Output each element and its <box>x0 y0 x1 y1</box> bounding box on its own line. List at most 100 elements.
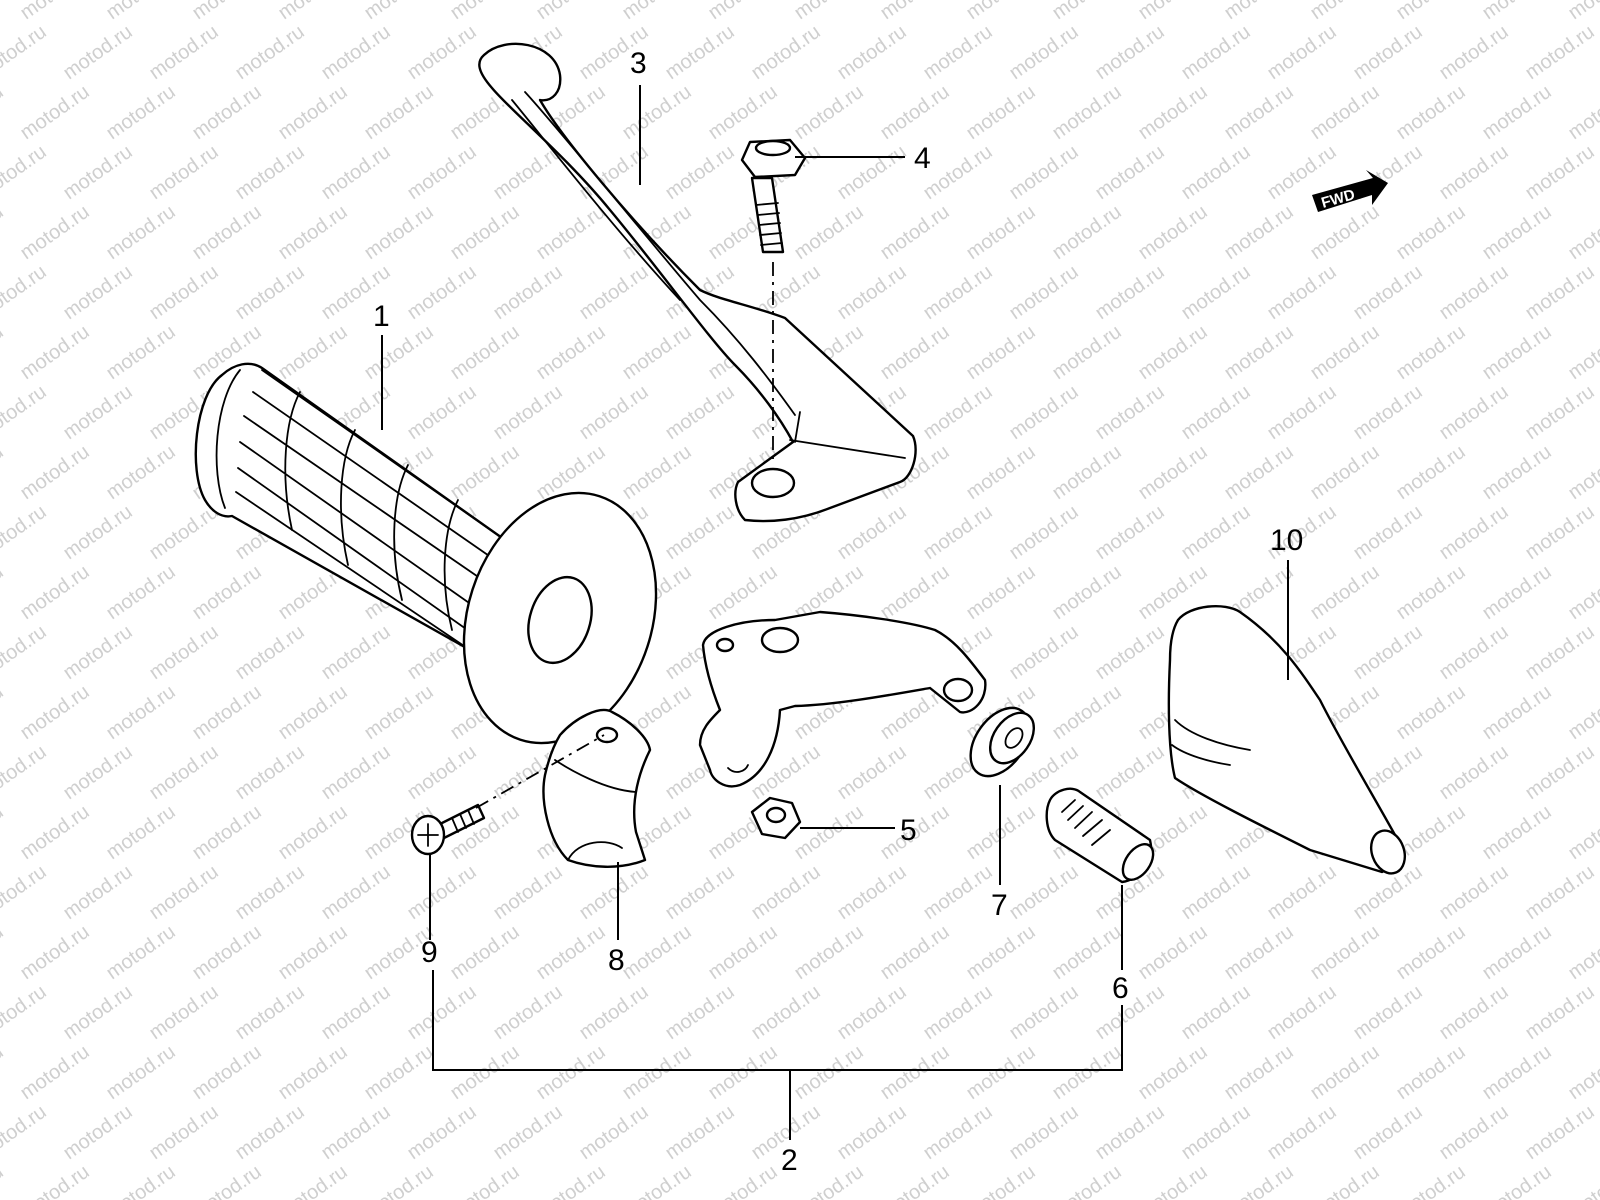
watermark-text: motod.ru <box>919 501 996 564</box>
watermark-text: motod.ru <box>1220 1041 1297 1104</box>
watermark-text: motod.ru <box>1263 381 1340 444</box>
watermark-text: motod.ru <box>1478 1161 1555 1200</box>
lock-nut-part <box>969 706 1036 778</box>
watermark-text: motod.ru <box>145 741 222 804</box>
watermark-text: motod.ru <box>618 1041 695 1104</box>
watermark-text: motod.ru <box>962 561 1039 624</box>
watermark-text: motod.ru <box>1478 0 1555 24</box>
watermark-text: motod.ru <box>1048 321 1125 384</box>
watermark-text: motod.ru <box>102 441 179 504</box>
watermark-text: motod.ru <box>446 0 523 24</box>
watermark-text: motod.ru <box>489 1101 566 1164</box>
watermark-text: motod.ru <box>1134 81 1211 144</box>
watermark-text: motod.ru <box>919 861 996 924</box>
watermark-text: motod.ru <box>876 0 953 24</box>
watermark-text: motod.ru <box>790 201 867 264</box>
watermark-text: motod.ru <box>0 0 8 24</box>
watermark-text: motod.ru <box>231 261 308 324</box>
watermark-text: motod.ru <box>0 81 8 144</box>
watermark-text: motod.ru <box>231 1101 308 1164</box>
watermark-text: motod.ru <box>661 501 738 564</box>
watermark-text: motod.ru <box>1005 141 1082 204</box>
watermark-text: motod.ru <box>1349 501 1426 564</box>
watermark-text: motod.ru <box>0 441 8 504</box>
watermark-text: motod.ru <box>1134 1041 1211 1104</box>
watermark-text: motod.ru <box>145 981 222 1044</box>
watermark-text: motod.ru <box>317 621 394 684</box>
watermark-text: motod.ru <box>876 201 953 264</box>
watermark-text: motod.ru <box>704 1041 781 1104</box>
watermark-text: motod.ru <box>317 1101 394 1164</box>
watermark-text: motod.ru <box>618 81 695 144</box>
watermark-text: motod.ru <box>188 561 265 624</box>
watermark-text: motod.ru <box>0 21 51 84</box>
fwd-badge: FWD <box>1312 170 1388 212</box>
watermark-text: motod.ru <box>704 0 781 24</box>
watermark-text: motod.ru <box>274 81 351 144</box>
watermark-text: motod.ru <box>704 1161 781 1200</box>
watermark-text: motod.ru <box>575 381 652 444</box>
clamp-half-part <box>542 708 652 868</box>
watermark-text: motod.ru <box>1134 201 1211 264</box>
watermark-text: motod.ru <box>919 381 996 444</box>
watermark-text: motod.ru <box>360 201 437 264</box>
watermark-text: motod.ru <box>1091 381 1168 444</box>
watermark-text: motod.ru <box>1306 921 1383 984</box>
watermark-text: motod.ru <box>16 561 93 624</box>
watermark-text: motod.ru <box>16 201 93 264</box>
watermark-text: motod.ru <box>59 141 136 204</box>
watermark-text: motod.ru <box>1048 81 1125 144</box>
watermark-text: motod.ru <box>790 81 867 144</box>
watermark-text: motod.ru <box>403 981 480 1044</box>
watermark-text: motod.ru <box>919 141 996 204</box>
watermark-text: motod.ru <box>962 921 1039 984</box>
watermark-text: motod.ru <box>274 1161 351 1200</box>
nut-part <box>750 796 802 840</box>
watermark-text: motod.ru <box>403 381 480 444</box>
callout-10: 10 <box>1270 524 1303 557</box>
watermark-text: motod.ru <box>1306 1041 1383 1104</box>
watermark-text: motod.ru <box>1134 0 1211 24</box>
watermark-text: motod.ru <box>360 1161 437 1200</box>
lever-cover-part <box>1167 605 1407 875</box>
watermark-text: motod.ru <box>962 321 1039 384</box>
watermark-text: motod.ru <box>188 801 265 864</box>
watermark-text: motod.ru <box>962 1161 1039 1200</box>
watermark-text: motod.ru <box>59 981 136 1044</box>
watermark-text: motod.ru <box>1392 561 1469 624</box>
watermark-text: motod.ru <box>102 681 179 744</box>
watermark-text: motod.ru <box>962 441 1039 504</box>
watermark-text: motod.ru <box>102 1161 179 1200</box>
watermark-text: motod.ru <box>1220 321 1297 384</box>
watermark-text: motod.ru <box>446 321 523 384</box>
watermark-text: motod.ru <box>360 0 437 24</box>
watermark-text: motod.ru <box>0 201 8 264</box>
watermark-text: motod.ru <box>1134 321 1211 384</box>
watermark-text: motod.ru <box>1005 1101 1082 1164</box>
watermark-text: motod.ru <box>446 1161 523 1200</box>
watermark-text: motod.ru <box>833 261 910 324</box>
watermark-text: motod.ru <box>1435 141 1512 204</box>
watermark-text: motod.ru <box>1177 21 1254 84</box>
watermark-text: motod.ru <box>1220 1161 1297 1200</box>
watermark-text: motod.ru <box>1349 981 1426 1044</box>
watermark-text: motod.ru <box>102 1041 179 1104</box>
watermark-text: motod.ru <box>0 141 51 204</box>
watermark-text: motod.ru <box>1521 21 1598 84</box>
watermark-text: motod.ru <box>876 1041 953 1104</box>
watermark-text: motod.ru <box>661 861 738 924</box>
watermark-text: motod.ru <box>1564 81 1600 144</box>
watermark-text: motod.ru <box>145 261 222 324</box>
watermark-text: motod.ru <box>1263 21 1340 84</box>
watermark-text: motod.ru <box>1048 1161 1125 1200</box>
watermark-text: motod.ru <box>1091 21 1168 84</box>
watermark-text: motod.ru <box>403 261 480 324</box>
watermark-text: motod.ru <box>1349 621 1426 684</box>
watermark-text: motod.ru <box>575 1101 652 1164</box>
watermark-text: motod.ru <box>102 0 179 24</box>
callout-6: 6 <box>1112 972 1129 1005</box>
watermark-text: motod.ru <box>1177 141 1254 204</box>
watermark-text: motod.ru <box>1392 921 1469 984</box>
watermark-text: motod.ru <box>102 561 179 624</box>
